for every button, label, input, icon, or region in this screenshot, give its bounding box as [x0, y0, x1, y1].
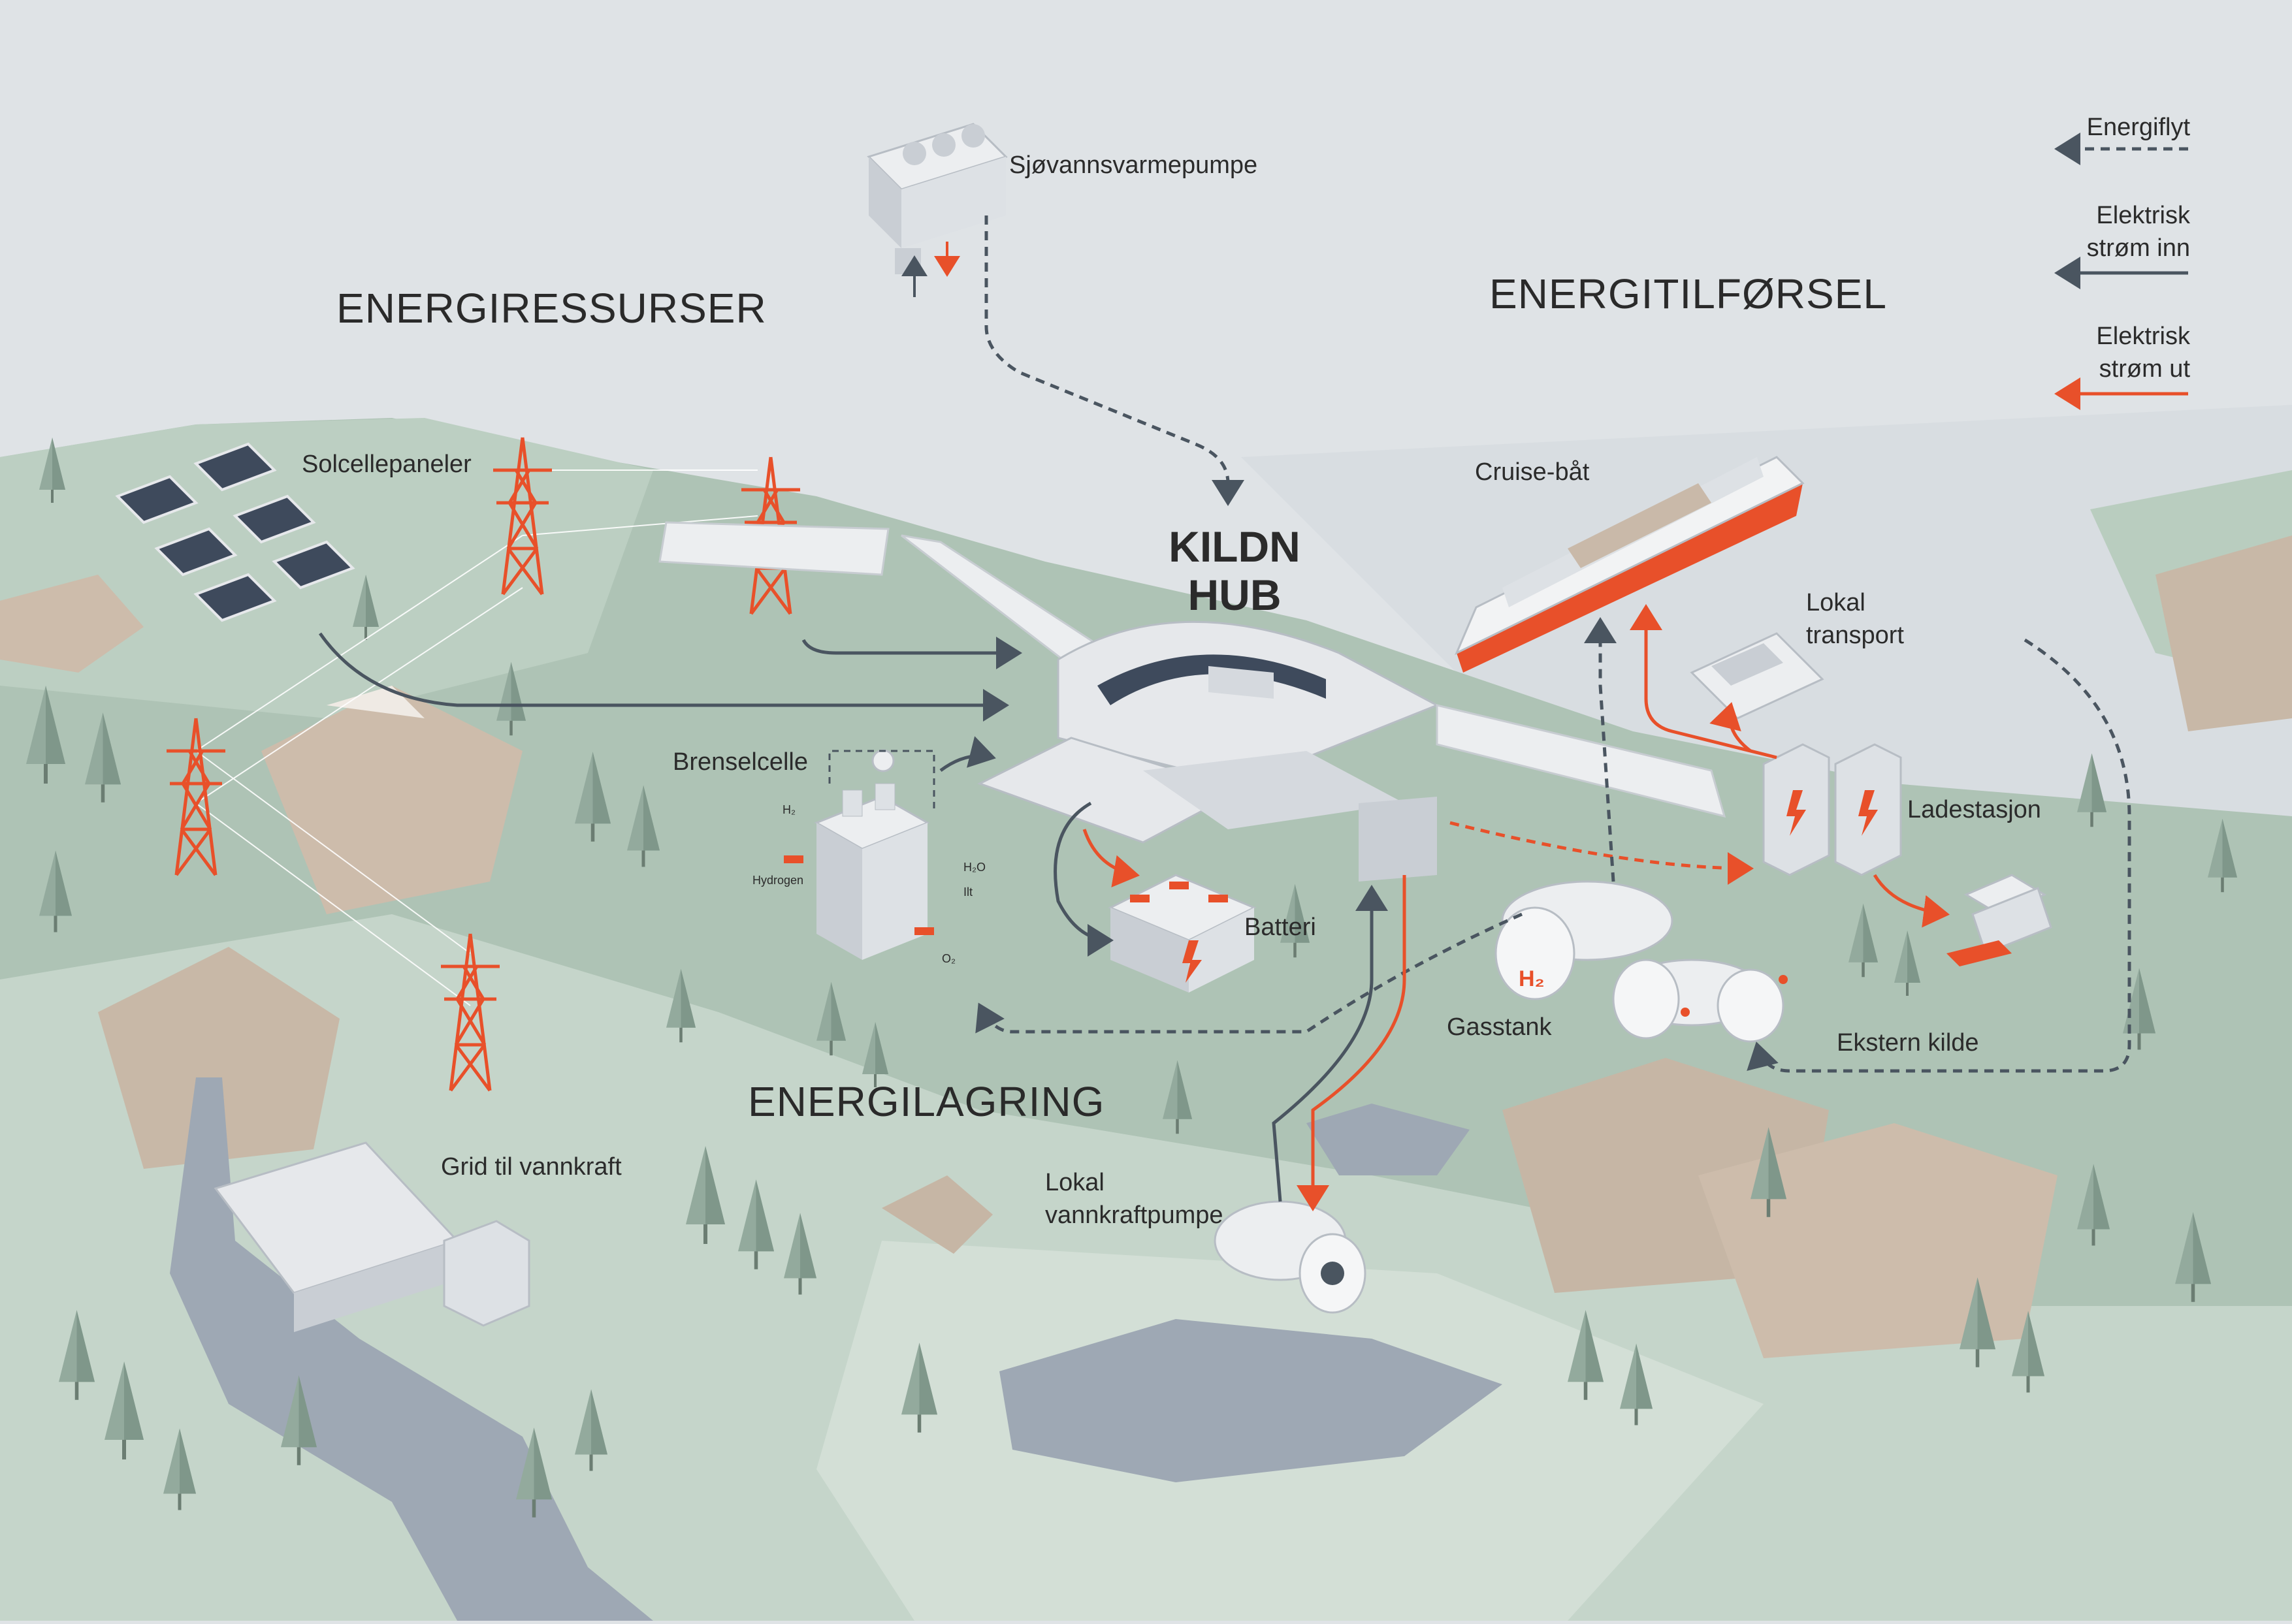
- gas-tanks: [1494, 880, 1788, 1043]
- section-energy-resources: ENERGIRESSURSER: [336, 285, 767, 332]
- lake: [999, 1319, 1502, 1482]
- solar-panels: [115, 442, 355, 622]
- label-fuel-cell: Brenselcelle: [673, 748, 808, 776]
- cruise-ship: [1455, 456, 1805, 673]
- legend-out-label: Elektrisk strøm ut: [2096, 320, 2190, 385]
- label-hydro-pump-line1: Lokal: [1045, 1169, 1105, 1196]
- forklift: [1946, 874, 2052, 966]
- label-fc-ilt: Ilt: [963, 885, 973, 899]
- label-hydro-pump: Lokal vannkraftpumpe: [1045, 1166, 1223, 1232]
- label-heat-pump: Sjøvannsvarmepumpe: [1009, 151, 1258, 179]
- label-charging-station: Ladestasjon: [1907, 796, 2041, 823]
- label-external-source: Ekstern kilde: [1837, 1029, 1979, 1057]
- label-fc-o2: O₂: [942, 952, 956, 965]
- rocks: [0, 535, 2292, 1358]
- legend-out-line1: Elektrisk: [2096, 323, 2190, 350]
- label-local-transport-line1: Lokal: [1806, 589, 1865, 616]
- hydro-pump-unit: [1214, 1200, 1366, 1314]
- section-energy-supply: ENERGITILFØRSEL: [1489, 270, 1887, 317]
- label-fc-hydrogen: Hydrogen: [752, 874, 804, 887]
- left-deck: [658, 521, 890, 576]
- hub-title-line1: KILDN: [1169, 522, 1300, 571]
- hub-title: KILDN HUB: [1150, 522, 1319, 619]
- heat-pump-unit: [867, 123, 1008, 274]
- label-fc-h2: H₂: [783, 803, 796, 816]
- label-hydro-pump-line2: vannkraftpumpe: [1045, 1202, 1223, 1229]
- label-gas-tank: Gasstank: [1447, 1013, 1552, 1041]
- label-local-transport: Lokal transport: [1806, 586, 1904, 652]
- legend-out-line2: strøm ut: [2099, 355, 2190, 383]
- label-cruise: Cruise-båt: [1475, 458, 1590, 486]
- hub-building: [977, 620, 1726, 882]
- legend-in-label: Elektrisk strøm inn: [2087, 199, 2190, 264]
- gas-tank-h2-symbol: H₂: [1519, 966, 1545, 991]
- energy-flows: [318, 215, 2131, 1211]
- battery-unit: [1108, 874, 1257, 993]
- legend-flow-label: Energiflyt: [2086, 114, 2190, 141]
- label-local-transport-line2: transport: [1806, 622, 1904, 649]
- charging-stations: [1762, 743, 1902, 876]
- legend-arrows: [2054, 133, 2188, 410]
- section-energy-storage: ENERGILAGRING: [748, 1078, 1105, 1125]
- reservoir: [1306, 1104, 1470, 1175]
- hub-title-line2: HUB: [1187, 571, 1282, 619]
- label-grid: Grid til vannkraft: [441, 1153, 622, 1181]
- hydro-station: [214, 1141, 530, 1332]
- label-battery: Batteri: [1244, 914, 1316, 941]
- label-solar-panels: Solcellepaneler: [302, 451, 472, 478]
- fuel-cell-unit: [784, 749, 934, 960]
- label-fc-h2o: H₂O: [963, 861, 986, 874]
- legend-in-line1: Elektrisk: [2096, 202, 2190, 229]
- power-lines: [195, 470, 758, 1006]
- legend-in-line2: strøm inn: [2086, 234, 2190, 262]
